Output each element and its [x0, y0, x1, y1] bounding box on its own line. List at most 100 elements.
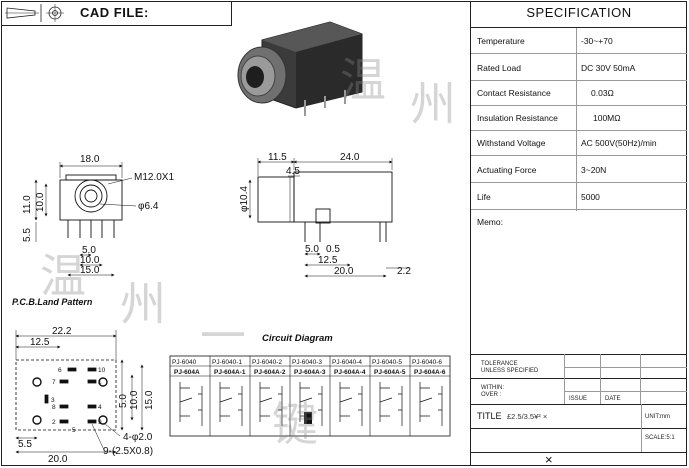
circuit-model-label: PJ-6040: [172, 359, 197, 366]
spec-title: SPECIFICATION: [526, 5, 632, 20]
circuit-model-label: PJ-6040-6: [412, 359, 442, 366]
dim-side-11-5: 11.5: [268, 152, 287, 163]
spec-label: Rated Load: [477, 63, 521, 73]
circuit-code-label: PJ-604A-2: [254, 369, 286, 376]
circuit-schematic: [379, 382, 403, 426]
dim-side-5: 5.0: [305, 244, 319, 255]
side-view: [248, 158, 410, 278]
projection-symbol-icon: [5, 4, 64, 22]
circuit-schematic: [419, 382, 443, 426]
spec-row-temperature: Temperature -30~+70: [471, 28, 687, 54]
dim-pcb-12-5: 12.5: [30, 337, 50, 348]
spec-row-contact-resistance: Contact Resistance 0.03Ω: [471, 80, 687, 106]
titleblock-rule: [564, 354, 565, 404]
dim-pin-5: 5.0: [82, 245, 96, 256]
titleblock-rule: [471, 404, 687, 405]
dim-pcb-5: 5.0: [118, 394, 129, 408]
pcb-pin-label: 2: [52, 419, 56, 426]
titleblock-rule: [641, 404, 642, 452]
spec-title-rule: [471, 27, 687, 28]
over-label: OVER :: [481, 392, 502, 398]
dim-side-20: 20.0: [334, 266, 354, 277]
circuit-model-label: PJ-6040-2: [252, 359, 282, 366]
date-label: DATE: [605, 396, 621, 402]
circuit-diagram-grid: PJ-6040PJ-604APJ-6040-1PJ-604A-1PJ-6040-…: [169, 355, 451, 437]
dim-pcb-5-5: 5.5: [18, 439, 32, 450]
dim-side-4-5: 4.5: [286, 166, 300, 177]
circuit-code-label: PJ-604A-5: [374, 369, 406, 376]
spec-row-withstand-voltage: Withstand Voltage AC 500V(50Hz)/min: [471, 130, 687, 156]
pcb-pin-label: 7: [52, 379, 56, 386]
spec-value: DC 30V 50mA: [581, 63, 636, 73]
unit-label: UNIT:mm: [645, 414, 670, 420]
spec-value: AC 500V(50Hz)/min: [581, 138, 657, 148]
spec-label: Withstand Voltage: [477, 138, 546, 148]
dim-thread: M12.0X1: [134, 172, 174, 183]
circuit-model-label: PJ-6040-5: [372, 359, 402, 366]
scale-label: SCALE:5:1: [645, 435, 675, 441]
svg-text:温: 温: [340, 53, 386, 107]
titleblock-rule: [565, 367, 687, 368]
tolerance-label: TOLERANCE: [481, 361, 518, 367]
circuit-code-label: PJ-604A-6: [414, 369, 446, 376]
spec-label: Actuating Force: [477, 165, 537, 175]
dim-pin-15: 15.0: [80, 265, 100, 276]
unless-specified-label: UNLESS SPECIFIED: [481, 368, 539, 374]
circuit-table-border: [169, 355, 451, 437]
dim-pin-10: 10.0: [80, 255, 100, 266]
dim-pcb-22-2: 22.2: [52, 326, 72, 337]
dim-side-2-2: 2.2: [397, 266, 411, 277]
front-view: [34, 162, 137, 277]
jack-3d-render: [237, 21, 363, 116]
spec-label: Temperature: [477, 36, 525, 46]
pcb-pin-label: 1: [98, 379, 102, 386]
spec-value: 5000: [581, 192, 600, 202]
dim-side-0-5: 0.5: [326, 244, 340, 255]
dim-pcb-10: 10.0: [129, 390, 140, 410]
circuit-schematic: [339, 382, 363, 426]
dim-side-diameter: φ10.4: [239, 186, 250, 212]
dim-pcb-holes: 4-φ2.0: [123, 432, 153, 443]
circuit-code-label: PJ-604A-3: [294, 369, 326, 376]
circuit-code-label: PJ-604A-1: [214, 369, 246, 376]
circuit-code-label: PJ-604A-4: [334, 369, 366, 376]
spec-value: -30~+70: [581, 36, 613, 46]
pcb-pin-label: 10: [98, 367, 106, 374]
spec-column-rule: [576, 28, 577, 211]
dim-front-width: 18.0: [80, 154, 100, 165]
cad-file-label: CAD FILE:: [80, 5, 149, 20]
pcb-pin-label: 3: [51, 397, 55, 404]
title-label: TITLE: [477, 411, 502, 421]
svg-text:键: 键: [272, 397, 318, 451]
dim-side-24: 24.0: [340, 152, 360, 163]
spec-row-rated-load: Rated Load DC 30V 50mA: [471, 55, 687, 81]
spec-row-life: Life 5000: [471, 184, 687, 210]
circuit-model-label: PJ-6040-3: [292, 359, 322, 366]
titleblock-rule: [600, 354, 601, 404]
titleblock-rule: [471, 378, 687, 379]
svg-text:州: 州: [120, 277, 166, 331]
footer-cross-mark: ×: [545, 452, 553, 467]
spec-value: 100MΩ: [593, 113, 621, 123]
spec-label: Contact Resistance: [477, 88, 551, 98]
titleblock-rule: [471, 452, 687, 453]
issue-label: ISSUE: [569, 396, 588, 402]
spec-label: Life: [477, 192, 491, 202]
circuit-model-label: PJ-6040-4: [332, 359, 362, 366]
titleblock-rule: [565, 391, 687, 392]
dim-pcb-slots: 9-(2.5X0.8): [103, 446, 153, 457]
svg-text:一: 一: [200, 309, 246, 363]
dim-side-12-5: 12.5: [318, 255, 338, 266]
titleblock-top-rule: [471, 354, 687, 355]
svg-text:州: 州: [410, 77, 456, 131]
drawing-area: 18.0 M12.0X1 φ6.4 11.0 10.0 5.5 5.0 10.0…: [12, 21, 456, 465]
cad-header: [1, 1, 232, 26]
titleblock-rule: [640, 354, 641, 404]
dim-pcb-20: 20.0: [48, 454, 68, 465]
pcb-title: P.C.B.Land Pattern: [12, 297, 93, 307]
dim-front-5-5: 5.5: [22, 228, 33, 242]
circuit-schematic: [219, 382, 243, 426]
pcb-land-pattern: [15, 330, 144, 454]
pcb-pin-label: 4: [98, 404, 102, 411]
